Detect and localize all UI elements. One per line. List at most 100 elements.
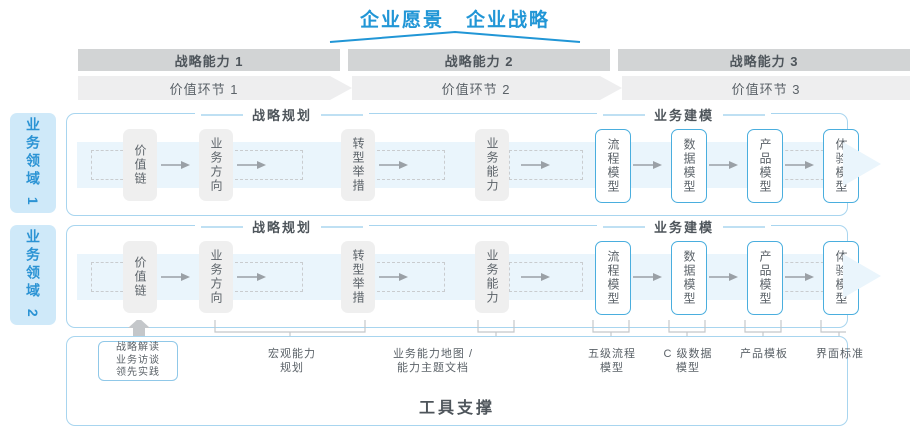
- arrow-r1-5-icon: [633, 161, 662, 169]
- arrow-r1-6-icon: [709, 161, 738, 169]
- section-line-right-icon: [321, 113, 364, 116]
- sidebar-item-domain-1[interactable]: 业务领域 1: [10, 113, 56, 213]
- domain-row-1-end-arrow-icon: [843, 142, 881, 186]
- value-chain-2-label: 价值环节 2: [441, 81, 511, 97]
- track-segment-r2-d: [509, 262, 583, 292]
- node-r1-data-model[interactable]: 数据模型: [671, 129, 707, 203]
- node-r2-transformation-measures-label: 转型举措: [351, 249, 365, 305]
- capability-2[interactable]: 战略能力 2: [348, 49, 610, 71]
- node-r2-process-model-label: 流程模型: [606, 250, 620, 306]
- tool-label-product-template[interactable]: 产品模板: [707, 347, 821, 361]
- arrow-r1-3-icon: [379, 161, 408, 169]
- node-r1-process-model-label: 流程模型: [606, 138, 620, 194]
- capability-1-label: 战略能力 1: [174, 53, 244, 69]
- node-r1-product-model[interactable]: 产品模型: [747, 129, 783, 203]
- title-connector-icon: [329, 30, 581, 43]
- tool-label-capability-map-line-2: 能力主题文档: [397, 362, 469, 374]
- section-header-r1-modeling: 业务建模: [597, 105, 772, 124]
- node-r2-product-model[interactable]: 产品模型: [747, 241, 783, 315]
- page-title: 企业愿景 企业战略: [0, 4, 910, 32]
- arrow-r2-4-icon: [521, 273, 550, 281]
- tool-label-product-template-line-1: 产品模板: [740, 348, 788, 360]
- capability-3-label: 战略能力 3: [729, 53, 799, 69]
- tool-label-capability-map-line-1: 业务能力地图 /: [392, 348, 474, 360]
- sidebar-item-domain-2-label: 业务领域 2: [25, 229, 41, 321]
- value-chain-track: [78, 76, 910, 100]
- value-chain-1[interactable]: 价值环节 1: [78, 76, 330, 100]
- node-r1-data-model-label: 数据模型: [682, 138, 696, 194]
- tool-label-capability-map[interactable]: 业务能力地图 / 能力主题文档: [363, 347, 503, 375]
- value-chain-chevron-2-icon: [600, 76, 622, 100]
- arrow-r1-2-icon: [237, 161, 266, 169]
- section-line-left-icon: [603, 113, 645, 116]
- tool-support-panel: 战略解读 业务访谈 领先实践 宏观能力 规划 业务能力地图 / 能力主题文档 五…: [66, 336, 863, 426]
- node-r1-business-direction-label: 业务方向: [209, 137, 223, 193]
- section-header-r1-modeling-label: 业务建模: [654, 108, 715, 123]
- node-r1-business-direction[interactable]: 业务方向: [199, 129, 233, 201]
- section-header-r1-planning-label: 战略规划: [252, 108, 313, 123]
- arrow-r2-5-icon: [633, 273, 662, 281]
- node-r1-value-chain[interactable]: 价值链: [123, 129, 157, 201]
- arrow-r2-7-icon: [785, 273, 814, 281]
- node-r2-value-chain[interactable]: 价值链: [123, 241, 157, 313]
- track-segment-r1-d: [509, 150, 583, 180]
- section-header-r1-planning: 战略规划: [195, 105, 370, 124]
- tool-label-macro-capability[interactable]: 宏观能力 规划: [235, 347, 349, 375]
- node-r1-business-capability-label: 业务能力: [485, 137, 499, 193]
- sidebar-item-domain-1-label: 业务领域 1: [25, 117, 41, 209]
- tool-support-title: 工具支撑: [418, 400, 495, 417]
- node-r1-transformation-measures[interactable]: 转型举措: [341, 129, 375, 201]
- value-chain-chevron-1-icon: [330, 76, 352, 100]
- node-r2-business-capability-label: 业务能力: [485, 249, 499, 305]
- tool-label-ui-standard[interactable]: 界面标准: [783, 347, 897, 361]
- tool-highlight-line-2: 业务访谈: [116, 354, 160, 366]
- arrow-r2-2-icon: [237, 273, 266, 281]
- node-r2-business-capability[interactable]: 业务能力: [475, 241, 509, 313]
- arrow-r1-7-icon: [785, 161, 814, 169]
- node-r1-business-capability[interactable]: 业务能力: [475, 129, 509, 201]
- section-header-r2-modeling-label: 业务建模: [654, 220, 715, 235]
- sidebar-item-domain-2[interactable]: 业务领域 2: [10, 225, 56, 325]
- section-line-left-icon: [201, 113, 243, 116]
- node-r2-transformation-measures[interactable]: 转型举措: [341, 241, 375, 313]
- section-line-right-icon: [723, 225, 766, 228]
- value-chain-3[interactable]: 价值环节 3: [622, 76, 910, 100]
- tool-label-data-model-line-2: 模型: [676, 362, 700, 374]
- node-r1-product-model-label: 产品模型: [758, 138, 772, 194]
- section-line-right-icon: [321, 225, 364, 228]
- section-header-r2-modeling: 业务建模: [597, 217, 772, 236]
- value-chain-2[interactable]: 价值环节 2: [352, 76, 600, 100]
- node-r2-product-model-label: 产品模型: [758, 250, 772, 306]
- node-r2-business-direction[interactable]: 业务方向: [199, 241, 233, 313]
- node-r2-value-chain-label: 价值链: [133, 256, 147, 298]
- tool-label-macro-capability-line-1: 宏观能力: [268, 348, 316, 360]
- title-strategy: 企业战略: [466, 9, 551, 31]
- node-r1-process-model[interactable]: 流程模型: [595, 129, 631, 203]
- tool-label-process-model-line-1: 五级流程: [588, 348, 636, 360]
- node-r2-data-model[interactable]: 数据模型: [671, 241, 707, 315]
- domain-row-2: 战略规划 业务建模 价值链 业务方向 转型举措 业务能力 流程模型 数据模型 产…: [66, 217, 859, 328]
- tool-highlight-box[interactable]: 战略解读 业务访谈 领先实践: [98, 341, 178, 381]
- arrow-r1-1-icon: [161, 161, 190, 169]
- tool-label-macro-capability-line-2: 规划: [280, 362, 304, 374]
- value-chain-1-label: 价值环节 1: [169, 81, 239, 97]
- arrow-r2-3-icon: [379, 273, 408, 281]
- section-line-left-icon: [201, 225, 243, 228]
- domain-row-2-end-arrow-icon: [843, 254, 881, 298]
- tool-highlight-line-3: 领先实践: [116, 367, 160, 379]
- arrow-r1-4-icon: [521, 161, 550, 169]
- tool-label-process-model[interactable]: 五级流程 模型: [555, 347, 669, 375]
- node-r2-process-model[interactable]: 流程模型: [595, 241, 631, 315]
- node-r2-data-model-label: 数据模型: [682, 250, 696, 306]
- capability-3[interactable]: 战略能力 3: [618, 49, 910, 71]
- section-line-left-icon: [603, 225, 645, 228]
- tool-label-data-model[interactable]: C 级数据 模型: [631, 347, 745, 375]
- arrow-r2-1-icon: [161, 273, 190, 281]
- capability-1[interactable]: 战略能力 1: [78, 49, 340, 71]
- node-r1-transformation-measures-label: 转型举措: [351, 137, 365, 193]
- tool-connectors: [128, 320, 846, 342]
- arrow-r2-6-icon: [709, 273, 738, 281]
- section-header-r2-planning-label: 战略规划: [252, 220, 313, 235]
- title-vision: 企业愿景: [359, 9, 444, 31]
- domain-row-1: 战略规划 业务建模 价值链 业务方向 转型举措 业务能力 流程模型 数据模型 产…: [66, 105, 859, 216]
